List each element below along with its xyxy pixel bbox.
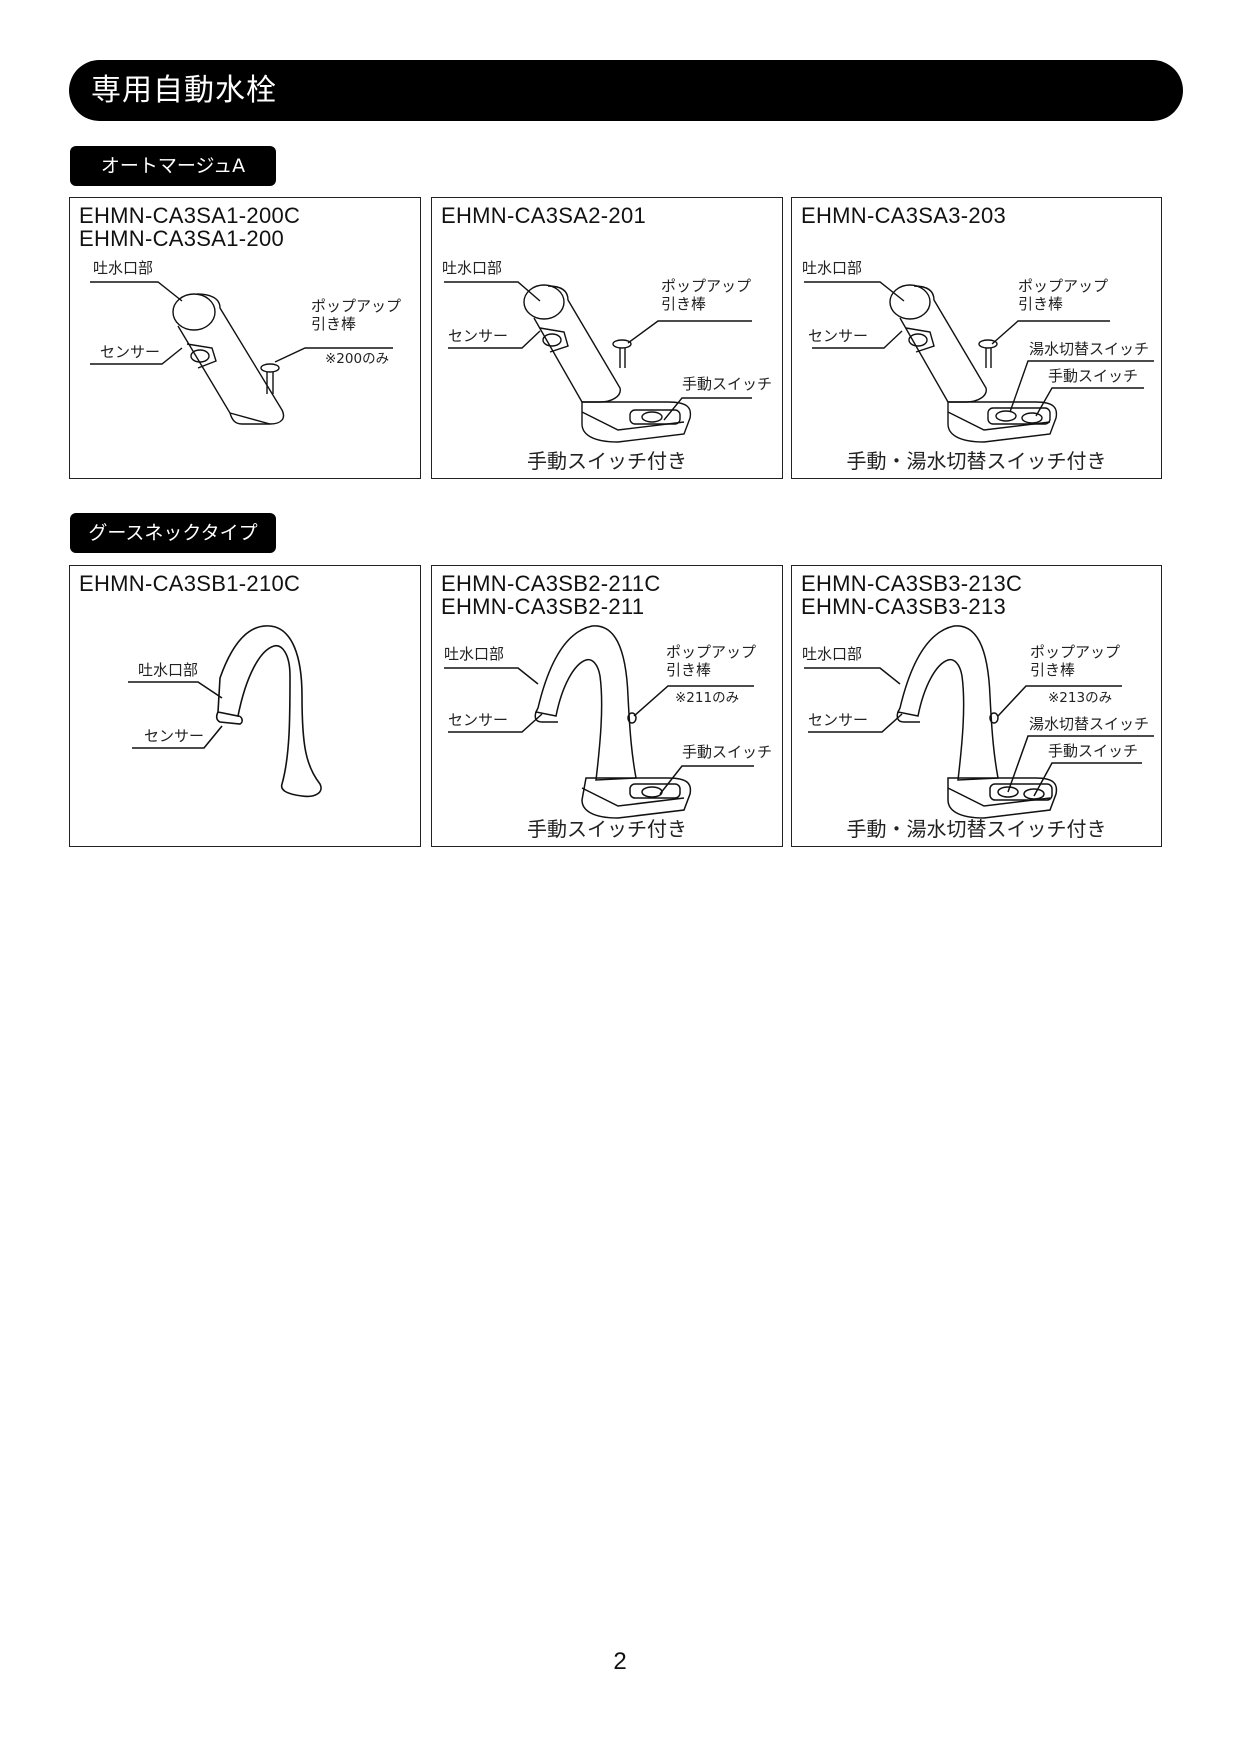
model-number-line: EHMN-CA3SB2-211C	[441, 571, 661, 596]
gooseneck-faucet-illustration	[444, 625, 754, 819]
model-number-line: EHMN-CA3SA1-200C	[79, 203, 301, 228]
model-number: EHMN-CA3SB3-213C EHMN-CA3SB3-213	[801, 572, 1022, 618]
product-card-ca3sb3: EHMN-CA3SB3-213C EHMN-CA3SB3-213 吐水口部 セン…	[791, 565, 1162, 847]
label-popup-rod-1: ポップアップ	[311, 297, 402, 315]
label-temp-switch: 湯水切替スイッチ	[1029, 715, 1150, 733]
label-popup-rod-1: ポップアップ	[661, 277, 752, 295]
model-number: EHMN-CA3SA1-200C EHMN-CA3SA1-200	[79, 204, 300, 250]
product-card-ca3sa1: EHMN-CA3SA1-200C EHMN-CA3SA1-200 吐水口部 セン…	[69, 197, 421, 479]
model-number-line: EHMN-CA3SA2-201	[441, 203, 647, 228]
label-spout: 吐水口部	[138, 661, 199, 679]
model-number-line: EHMN-CA3SB2-211	[441, 594, 645, 619]
model-number: EHMN-CA3SB1-210C	[79, 572, 300, 595]
faucet-illustration	[804, 281, 1154, 443]
faucet-illustration	[90, 281, 393, 425]
model-number-line: EHMN-CA3SB3-213	[801, 594, 1007, 619]
model-number-line: EHMN-CA3SA1-200	[79, 226, 285, 251]
product-card-ca3sa2: EHMN-CA3SA2-201 吐水口部 センサー ポップアップ 引き棒 手動ス…	[431, 197, 783, 479]
model-number-line: EHMN-CA3SA3-203	[801, 203, 1007, 228]
label-sensor: センサー	[808, 711, 869, 729]
label-spout: 吐水口部	[802, 259, 863, 277]
card-caption: 手動・湯水切替スイッチ付き	[846, 817, 1107, 841]
page-number: 2	[613, 1648, 627, 1675]
model-number-line: EHMN-CA3SB1-210C	[79, 571, 301, 596]
card-caption: 手動スイッチ付き	[527, 817, 687, 841]
label-manual-switch: 手動スイッチ	[682, 743, 773, 761]
label-sensor: センサー	[100, 343, 161, 361]
label-popup-note: ※213のみ	[1048, 690, 1113, 706]
label-sensor: センサー	[448, 711, 509, 729]
label-manual-switch: 手動スイッチ	[1048, 742, 1139, 760]
label-popup-rod-2: 引き棒	[661, 295, 707, 313]
faucet-illustration	[444, 281, 752, 443]
label-manual-switch: 手動スイッチ	[1048, 367, 1139, 385]
label-spout: 吐水口部	[444, 645, 505, 663]
gooseneck-faucet-illustration	[804, 625, 1154, 819]
label-popup-rod-2: 引き棒	[311, 315, 357, 333]
product-card-ca3sb1: EHMN-CA3SB1-210C 吐水口部 センサー	[69, 565, 421, 847]
model-number-line: EHMN-CA3SB3-213C	[801, 571, 1023, 596]
gooseneck-faucet-illustration	[128, 625, 322, 798]
card-caption: 手動スイッチ付き	[527, 449, 687, 473]
model-number: EHMN-CA3SA2-201	[441, 204, 646, 227]
label-spout: 吐水口部	[442, 259, 503, 277]
section-tag-automage-a: オートマージュA	[70, 146, 276, 186]
label-popup-note: ※200のみ	[325, 351, 390, 367]
product-card-ca3sa3: EHMN-CA3SA3-203 吐水口部 センサー ポップアップ 引き棒 湯水切…	[791, 197, 1162, 479]
label-popup-rod-1: ポップアップ	[666, 643, 757, 661]
label-popup-rod-1: ポップアップ	[1030, 643, 1121, 661]
label-sensor: センサー	[448, 327, 509, 345]
model-number: EHMN-CA3SA3-203	[801, 204, 1006, 227]
label-popup-rod-2: 引き棒	[1018, 295, 1064, 313]
label-sensor: センサー	[808, 327, 869, 345]
label-spout: 吐水口部	[93, 259, 154, 277]
label-manual-switch: 手動スイッチ	[682, 375, 773, 393]
model-number: EHMN-CA3SB2-211C EHMN-CA3SB2-211	[441, 572, 661, 618]
card-caption: 手動・湯水切替スイッチ付き	[846, 449, 1107, 473]
product-card-ca3sb2: EHMN-CA3SB2-211C EHMN-CA3SB2-211 吐水口部 セン…	[431, 565, 783, 847]
label-popup-rod-2: 引き棒	[1030, 661, 1076, 679]
page-title: 専用自動水栓	[69, 60, 1183, 121]
label-spout: 吐水口部	[802, 645, 863, 663]
label-temp-switch: 湯水切替スイッチ	[1029, 340, 1150, 358]
label-popup-note: ※211のみ	[675, 690, 740, 706]
label-sensor: センサー	[144, 727, 205, 745]
label-popup-rod-2: 引き棒	[666, 661, 712, 679]
section-tag-gooseneck: グースネックタイプ	[70, 513, 276, 553]
label-popup-rod-1: ポップアップ	[1018, 277, 1109, 295]
